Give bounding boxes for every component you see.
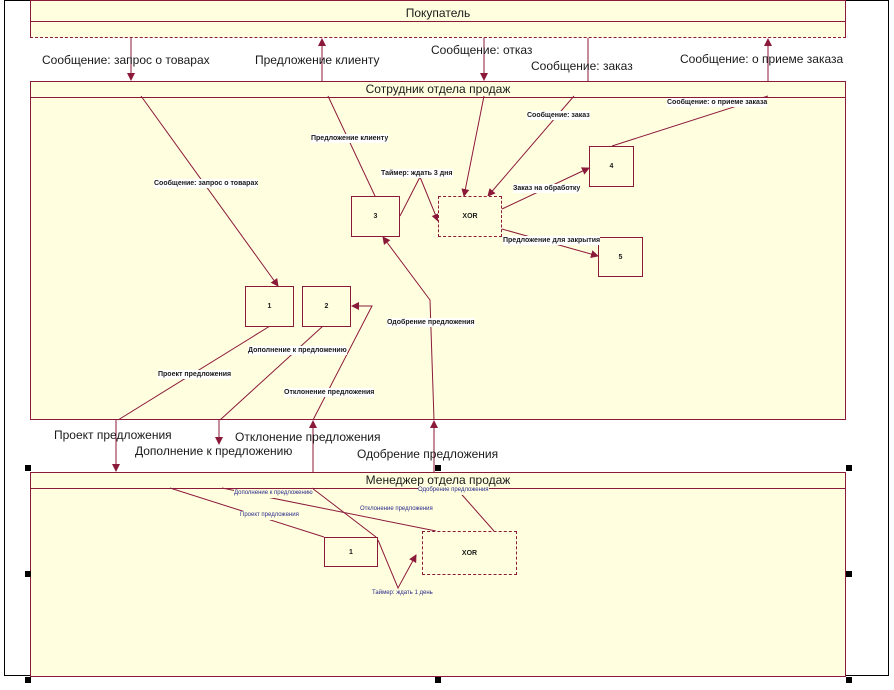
manager-label-draft: Проект предложения (240, 511, 299, 520)
manager-label-timer: Таймер: ждать 1 день (372, 589, 433, 598)
employee-label-draft: Проект предложения (158, 370, 232, 379)
employee-label-to-processing: Заказ на обработку (513, 184, 581, 193)
flow-order-label: Сообщение: заказ (531, 59, 633, 73)
edge-request-to-1 (140, 95, 279, 287)
edge-refusal-to-xor (461, 95, 485, 197)
employee-xor-gate[interactable]: XOR (438, 196, 502, 237)
lane-buyer[interactable]: Покупатель (30, 0, 846, 38)
edge-approval-to-3 (382, 236, 435, 421)
flow-refusal-label: Сообщение: отказ (431, 43, 533, 57)
lane-buyer-title: Покупатель (31, 6, 845, 22)
manager-label-approval: Одобрение предложения (418, 486, 489, 495)
lane-sales-employee[interactable]: Сотрудник отдела продаж (30, 81, 846, 420)
edge-2-addition (219, 325, 324, 421)
employee-label-request: Сообщение: запрос о товарах (154, 179, 259, 188)
flow-order-accepted-label: Сообщение: о приеме заказа (680, 52, 844, 66)
employee-label-addition: Дополнение к предложению (248, 346, 347, 355)
employee-label-order-accepted: Сообщение: о приеме заказа (667, 98, 768, 107)
flow-approval-label: Одобрение предложения (357, 447, 499, 461)
manager-node-1[interactable]: 1 (324, 537, 378, 567)
selection-handle[interactable] (846, 465, 852, 471)
selection-handle[interactable] (435, 677, 441, 683)
selection-handle[interactable] (25, 571, 31, 577)
employee-label-approval: Одобрение предложения (387, 318, 475, 327)
manager-xor-gate[interactable]: XOR (422, 531, 517, 575)
selection-handle[interactable] (435, 465, 441, 471)
edge-3-timer-xor (399, 175, 440, 222)
selection-handle[interactable] (25, 677, 31, 683)
employee-node-5[interactable]: 5 (598, 237, 643, 277)
employee-label-to-closing: Предложение для закрытия (503, 236, 601, 245)
edge-rejection-to-2 (312, 302, 373, 421)
employee-node-2[interactable]: 2 (302, 286, 351, 327)
mgr-edge-rejection (311, 487, 377, 538)
flow-offer-label: Предложение клиенту (255, 53, 380, 67)
manager-label-addition: Дополнение к предложению (234, 489, 313, 498)
selection-handle[interactable] (25, 465, 31, 471)
mgr-edge-approval (455, 487, 495, 532)
employee-label-offer: Предложение клиенту (311, 134, 389, 143)
selection-handle[interactable] (846, 677, 852, 683)
flow-draft-label: Проект предложения (54, 428, 172, 442)
selection-handle[interactable] (846, 571, 852, 577)
employee-label-rejection: Отклонение предложения (284, 388, 375, 397)
manager-label-rejection: Отклонение предложения (360, 505, 433, 514)
flow-addition-label: Дополнение к предложению (135, 444, 293, 458)
employee-node-1[interactable]: 1 (245, 286, 294, 327)
employee-label-timer: Таймер: ждать 3 дня (381, 169, 453, 178)
employee-node-4[interactable]: 4 (589, 146, 634, 187)
mgr-edge-timer (377, 539, 417, 590)
lane-sales-employee-title: Сотрудник отдела продаж (31, 82, 845, 98)
edge-3-offer (327, 95, 376, 197)
flow-request-label: Сообщение: запрос о товарах (42, 53, 210, 67)
employee-label-order: Сообщение: заказ (527, 111, 590, 120)
employee-node-3[interactable]: 3 (351, 196, 400, 237)
flow-rejection-label: Отклонение предложения (235, 430, 381, 444)
